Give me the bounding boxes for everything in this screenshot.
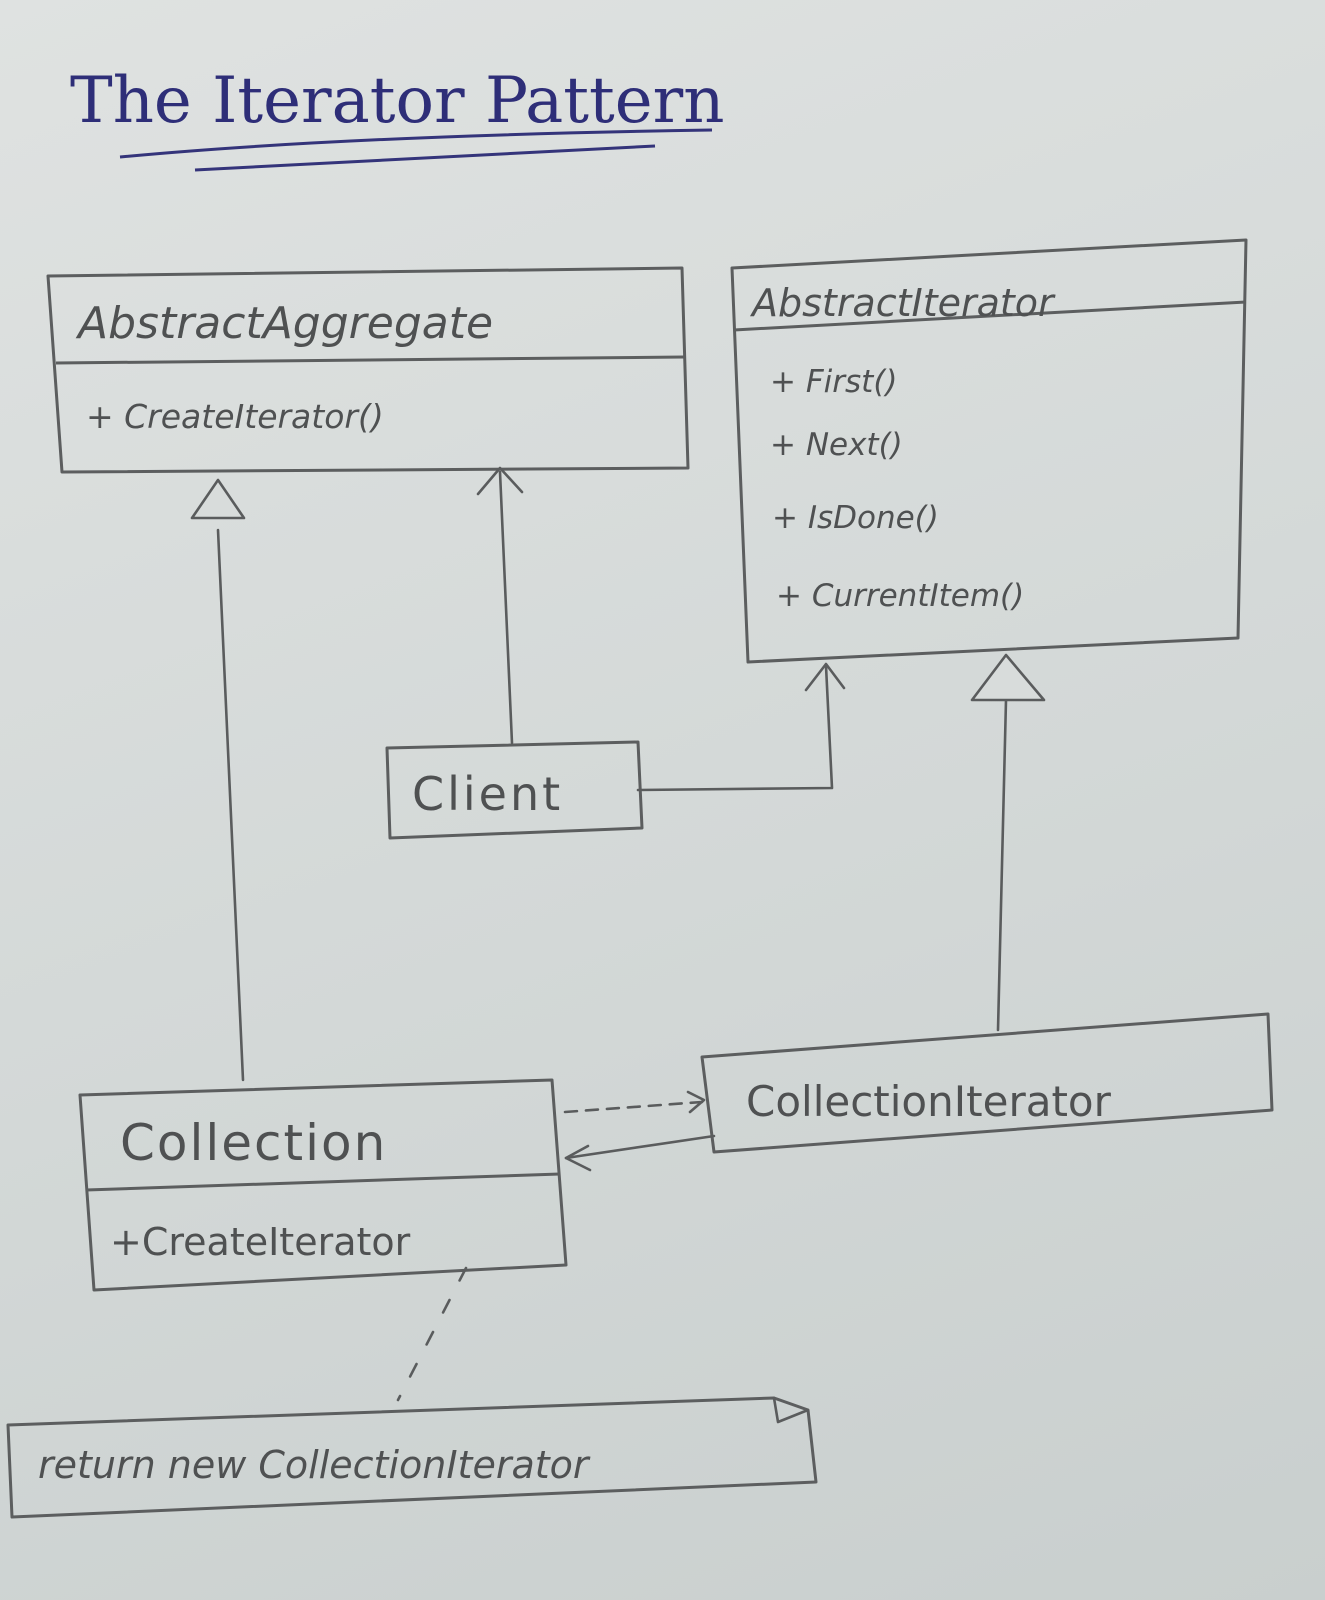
generalization-collection-iterator-to-iterator: [970, 653, 1046, 1032]
abstract-iterator-name: AbstractIterator: [749, 281, 1056, 325]
generalization-triangle-icon: [970, 653, 1046, 702]
abstract-aggregate-divider: [55, 355, 685, 365]
client-box: [385, 740, 644, 840]
association-line: [498, 470, 514, 745]
class-abstract-iterator: AbstractIterator + First() + Next() + Is…: [730, 238, 1248, 664]
abstract-iterator-method-first: + First(): [770, 364, 898, 400]
open-arrowhead-icon: [476, 466, 524, 496]
association-line: [564, 1134, 716, 1160]
association-client-to-iterator: [636, 662, 846, 792]
dependency-dashed-line: [563, 1100, 704, 1114]
generalization-line: [996, 698, 1008, 1032]
generalization-triangle-icon: [190, 478, 246, 520]
class-client: Client: [385, 740, 644, 840]
abstract-aggregate-name: AbstractAggregate: [75, 298, 493, 349]
open-arrowhead-icon: [564, 1144, 592, 1172]
collection-divider: [85, 1172, 561, 1192]
collection-box: [78, 1078, 568, 1292]
class-collection-iterator: CollectionIterator: [700, 1012, 1274, 1154]
abstract-aggregate-box: [46, 266, 690, 474]
title-underline: [119, 128, 713, 159]
note-folded-corner: [772, 1396, 810, 1424]
dependency-collection-to-collection-iterator: [563, 1090, 706, 1114]
note-text: return new CollectionIterator: [38, 1443, 591, 1487]
abstract-iterator-divider: [733, 300, 1247, 332]
open-arrowhead-icon: [804, 662, 846, 692]
collection-method: +CreateIterator: [110, 1220, 411, 1264]
note: return new CollectionIterator: [6, 1396, 818, 1519]
open-arrowhead-icon: [686, 1090, 706, 1114]
class-collection: Collection +CreateIterator: [78, 1078, 568, 1292]
abstract-iterator-box: [730, 238, 1248, 664]
abstract-iterator-method-isdone: + IsDone(): [772, 500, 939, 536]
title-group: The Iterator Pattern: [70, 64, 724, 172]
association-collection-iterator-to-collection: [564, 1134, 716, 1172]
title-underline-2: [194, 144, 656, 172]
collection-iterator-box: [700, 1012, 1274, 1154]
abstract-aggregate-method: + CreateIterator(): [86, 397, 384, 436]
class-abstract-aggregate: AbstractAggregate + CreateIterator(): [46, 266, 690, 474]
collection-iterator-name: CollectionIterator: [746, 1077, 1112, 1126]
generalization-line: [216, 528, 245, 1082]
association-client-to-aggregate: [476, 466, 524, 745]
collection-name: Collection: [120, 1114, 387, 1172]
note-box: [6, 1396, 818, 1519]
abstract-iterator-method-currentitem: + CurrentItem(): [776, 578, 1024, 614]
abstract-iterator-method-next: + Next(): [770, 427, 903, 463]
client-name: Client: [412, 767, 563, 821]
generalization-collection-to-aggregate: [190, 478, 246, 1082]
association-line: [636, 664, 834, 792]
diagram-title: The Iterator Pattern: [70, 64, 724, 138]
note-anchor-dashed-line: [396, 1266, 468, 1402]
